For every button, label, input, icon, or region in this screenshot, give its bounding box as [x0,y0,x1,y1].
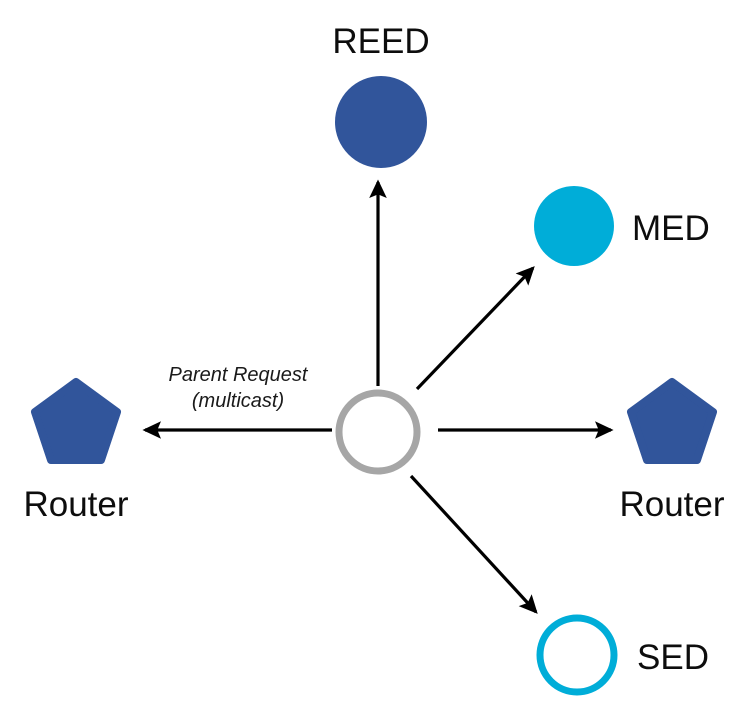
router-right-pentagon-icon [627,378,717,464]
node-sed[interactable]: SED [536,614,709,696]
sed-label: SED [637,638,709,677]
reed-label: REED [332,22,429,61]
arrow-group [142,179,614,614]
node-med[interactable]: MED [534,186,710,266]
med-label: MED [632,209,710,248]
node-reed[interactable]: REED [332,22,430,168]
center-circle-icon [335,389,421,475]
reed-circle-icon [335,76,427,168]
router-right-label: Router [619,485,724,524]
edge-label-line-2: (multicast) [192,390,284,412]
edge-label-line-1: Parent Request [169,364,309,386]
router-left-label: Router [23,485,128,524]
med-circle-icon [534,186,614,266]
arrow-to-med [415,266,535,391]
sed-circle-icon [536,614,618,696]
node-router-right[interactable]: Router [619,378,725,524]
edge-label-parent-request: Parent Request (multicast) [169,364,309,412]
arrow-to-sed [409,474,538,614]
node-center-joining-device[interactable] [335,389,421,475]
router-left-pentagon-icon [31,378,121,464]
node-router-left[interactable]: Router [23,378,129,524]
